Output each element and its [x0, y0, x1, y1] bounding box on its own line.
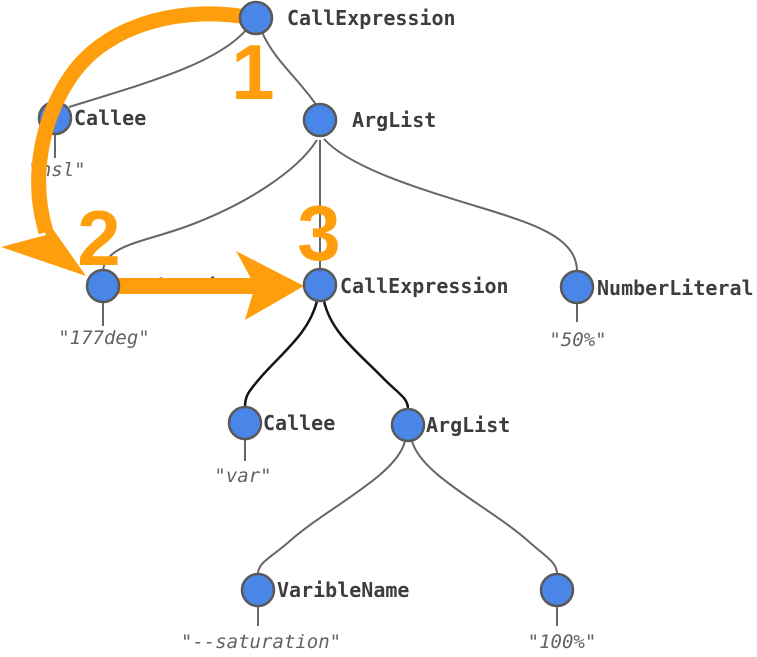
- label-callee-hsl: Callee: [74, 106, 146, 130]
- node-numberliteral-177: [85, 268, 121, 304]
- edge-arglist2-to-numberliteral-100: [411, 440, 558, 575]
- edge-arglist-to-numberliteral-177: [102, 139, 318, 271]
- node-callee-var: [227, 405, 263, 441]
- traversal-arrow-1-shaft: [31, 6, 254, 235]
- traversal-annotation-layer: 1 2 3: [1, 6, 341, 320]
- value-saturation: "--saturation": [181, 631, 341, 653]
- step-2-label: 2: [77, 194, 120, 282]
- edge-arglist-to-numberliteral-50: [323, 138, 578, 272]
- edge-root-to-arglist: [261, 31, 318, 107]
- edge-root-to-callee: [68, 28, 248, 108]
- label-variblename: VaribleName: [277, 578, 409, 602]
- node-callexpression-mid: [302, 267, 338, 303]
- values-layer: "hsl" "177deg" "50%" "var" "--saturation…: [28, 159, 606, 653]
- label-callee-var: Callee: [263, 411, 335, 435]
- label-arglist-mid: ArgList: [426, 413, 510, 437]
- nodes-over-layer: [85, 0, 338, 304]
- value-var: "var": [214, 465, 271, 487]
- value-177deg: "177deg": [58, 327, 150, 349]
- node-arglist-top: [302, 102, 338, 138]
- node-numberliteral-50: [559, 269, 595, 305]
- label-numberliteral-50: NumberLiteral: [597, 276, 754, 300]
- labels-layer: CallExpression Callee ArgList NumberLite…: [74, 6, 754, 602]
- node-arglist-mid: [390, 407, 426, 443]
- traversal-arrow-1-arrowhead-icon: [1, 198, 86, 276]
- edge-arglist2-to-variblename: [257, 440, 406, 575]
- label-callexpression-mid: CallExpression: [340, 274, 509, 298]
- nodes-under-layer: [37, 100, 595, 608]
- step-3-label: 3: [297, 189, 340, 277]
- value-50pct: "50%": [549, 329, 606, 351]
- traversal-arrow-2-arrowhead-icon: [236, 251, 304, 320]
- node-variblename: [240, 572, 276, 608]
- label-arglist-top: ArgList: [352, 108, 436, 132]
- step-1-label: 1: [231, 28, 274, 116]
- edge-callexpression-to-callee-var: [243, 300, 319, 408]
- edge-callexpression-to-arglist-2: [322, 300, 410, 410]
- node-numberliteral-100: [539, 572, 575, 608]
- value-100pct: "100%": [528, 631, 597, 653]
- edges-layer: [54, 28, 578, 626]
- node-callexpression-root: [238, 0, 274, 36]
- label-callexpression-root: CallExpression: [287, 6, 456, 30]
